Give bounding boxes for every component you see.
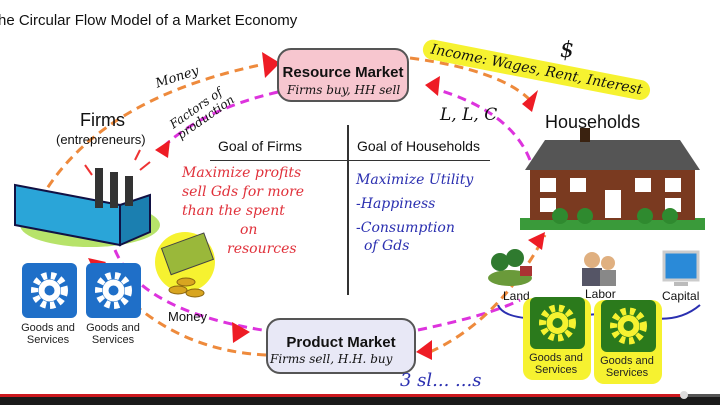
- note-line: on: [240, 222, 258, 238]
- arrowhead: [528, 232, 545, 250]
- video-progress-track[interactable]: [0, 394, 720, 397]
- firms-label: Firms: [80, 110, 125, 130]
- note-line: resources: [227, 241, 297, 257]
- arrowhead: [232, 322, 250, 343]
- factors-flow-top-right: [431, 86, 532, 161]
- arrowhead: [522, 90, 538, 112]
- note-line: than the spent: [182, 203, 285, 219]
- goal-of-households-header: Goal of Households: [357, 138, 480, 154]
- dollar-annotation: $: [560, 38, 574, 63]
- video-progress-fill: [0, 394, 684, 397]
- money-flow-bottom-right: [429, 234, 547, 354]
- capital-label: Capital: [662, 289, 700, 303]
- product-market-box: Product Market: [266, 318, 416, 374]
- table-divider-horizontal: [210, 160, 490, 161]
- note-line: -Happiness: [356, 196, 436, 212]
- product-market-note: Firms sell, H.H. buy: [270, 352, 393, 366]
- note-line: Maximize Utility: [356, 172, 474, 188]
- arrowhead: [425, 76, 440, 96]
- goods-services-label: Goods and Services: [529, 352, 583, 376]
- goods-services-label: Goods and Services: [86, 322, 140, 346]
- note-line: sell Gds for more: [182, 184, 305, 200]
- money-label: Money: [168, 309, 208, 324]
- money-flow-top-left: [38, 60, 276, 201]
- labor-label: Labor: [585, 287, 616, 301]
- video-controls-bar: [0, 394, 720, 405]
- resource-market-note: Firms buy, HH sell: [287, 83, 401, 97]
- capital-icon: [662, 250, 700, 286]
- three-annotation: 3 sl... ...s: [400, 370, 482, 391]
- note-line: of Gds: [364, 238, 410, 254]
- land-icon: [488, 249, 532, 286]
- table-divider-vertical: [347, 125, 349, 295]
- goods-services-label: Goods and Services: [600, 355, 654, 379]
- firms-sublabel: (entrepreneurs): [56, 132, 146, 147]
- households-label: Households: [545, 112, 641, 132]
- slide-title: he Circular Flow Model of a Market Econo…: [0, 12, 298, 29]
- goods-flow-bottom-right: [417, 298, 521, 332]
- arrowhead: [416, 340, 432, 360]
- arrowhead: [262, 52, 280, 78]
- labor-icon: [582, 252, 616, 286]
- product-market-label: Product Market: [286, 334, 396, 351]
- arrowhead: [155, 140, 170, 158]
- resource-market-box: Resource Market: [277, 48, 409, 102]
- resource-market-label: Resource Market: [282, 64, 404, 81]
- llc-annotation: L, L, C: [440, 105, 498, 125]
- note-line: -Consumption: [356, 220, 455, 236]
- goods-services-label: Goods and Services: [21, 322, 75, 346]
- goal-of-firms-header: Goal of Firms: [218, 138, 303, 154]
- land-label: Land: [503, 289, 530, 303]
- firms-goal-notes: Maximize profits sell Gds for more than …: [182, 164, 304, 259]
- video-scrubber-handle[interactable]: [680, 391, 688, 399]
- note-line: Maximize profits: [182, 165, 302, 181]
- income-flow-top-right: [409, 56, 532, 102]
- households-goal-notes: Maximize Utility -Happiness -Consumption…: [356, 168, 473, 258]
